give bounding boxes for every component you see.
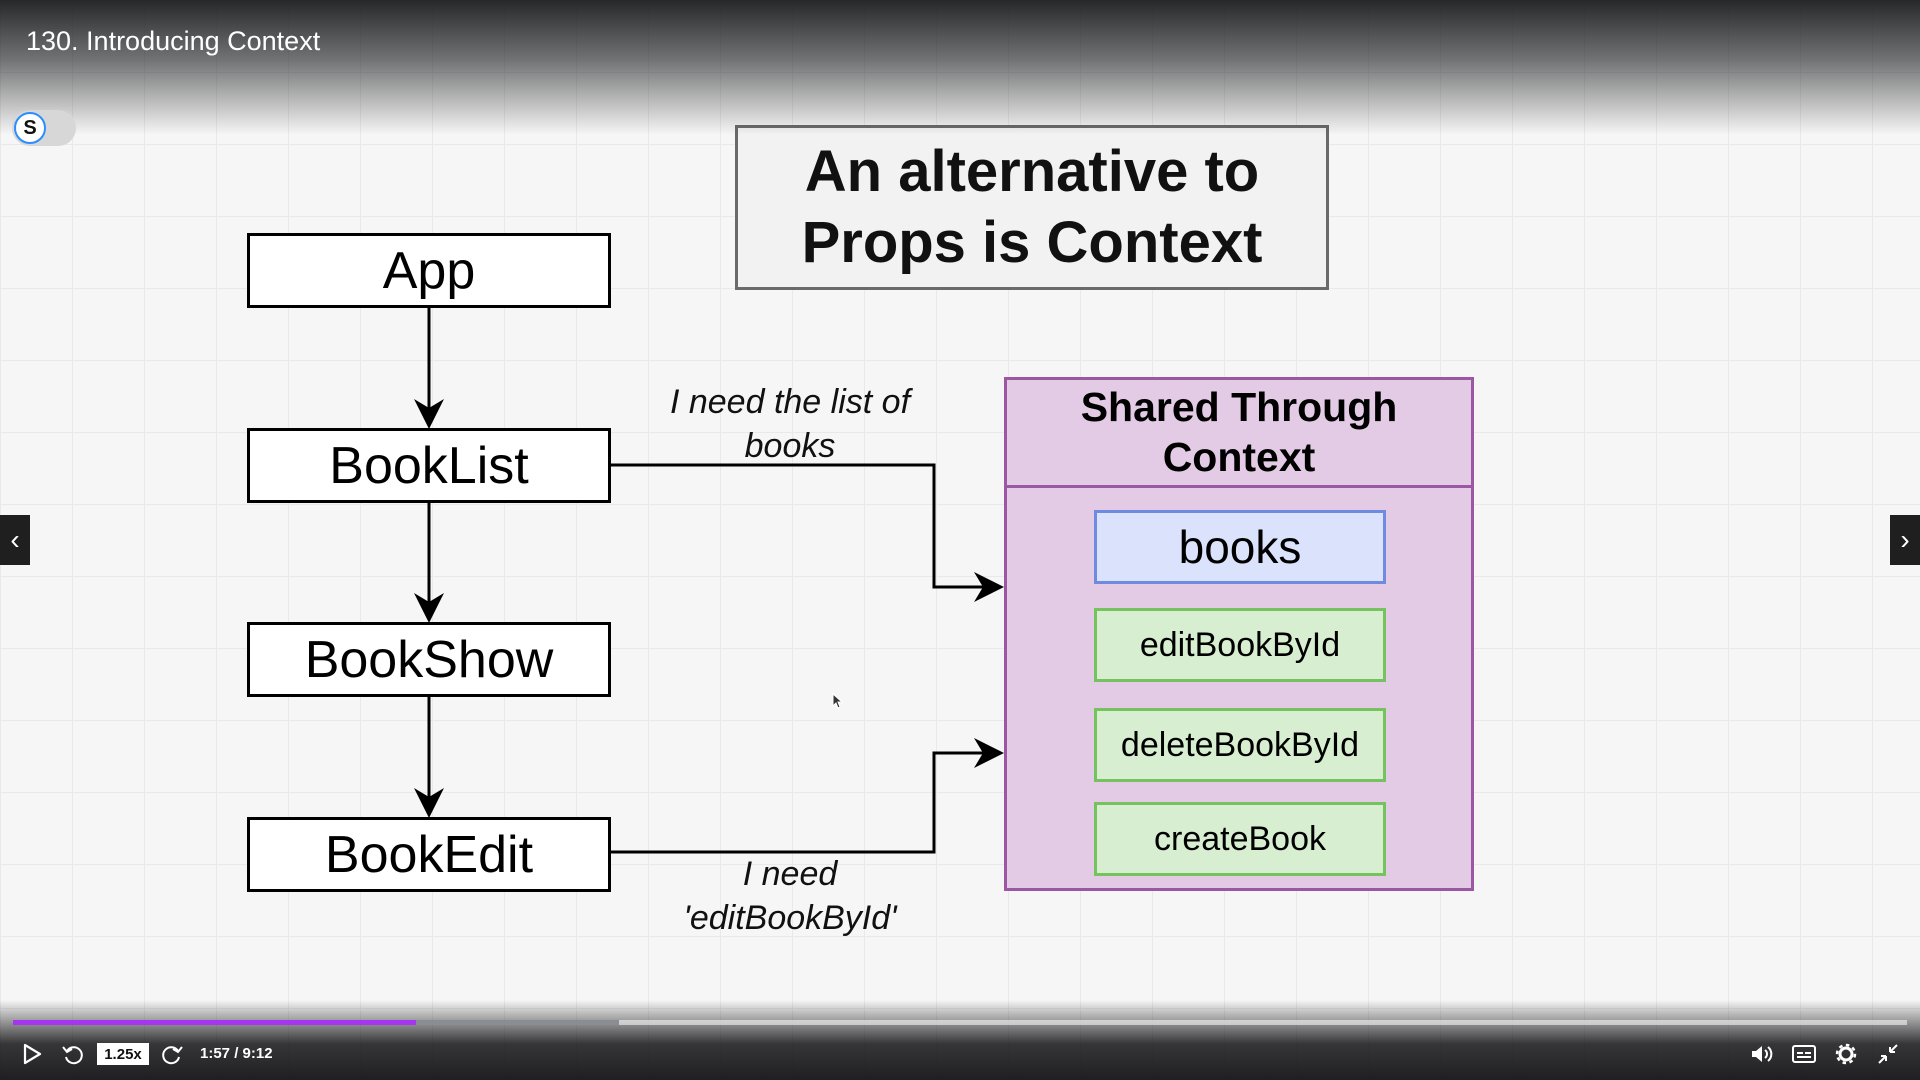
settings-button[interactable]	[1832, 1040, 1860, 1068]
overlay-toggle[interactable]: S	[12, 110, 76, 146]
volume-icon	[1752, 1046, 1773, 1062]
arrow-bookedit-context	[610, 738, 1004, 854]
component-bookedit: BookEdit	[247, 817, 611, 892]
chevron-left-icon: ‹	[10, 524, 20, 555]
settings-icon	[1835, 1043, 1857, 1065]
slide-title-line2: Props is Context	[801, 209, 1263, 275]
context-item-books-label: books	[1178, 521, 1302, 573]
player-top-overlay	[0, 0, 1920, 135]
context-header: Shared Through Context	[1007, 380, 1471, 488]
time-display: 1:57 / 9:12	[200, 1045, 273, 1062]
lecture-title: 130. Introducing Context	[26, 26, 321, 56]
context-item-createbook: createBook	[1094, 802, 1386, 876]
note-bookedit-line2: 'editBookById'	[683, 899, 897, 938]
play-button[interactable]	[18, 1040, 46, 1068]
note-bookedit: I need 'editBookById'	[640, 852, 940, 940]
toggle-knob: S	[14, 112, 46, 144]
context-item-createbook-label: createBook	[1154, 819, 1326, 858]
component-booklist-label: BookList	[329, 436, 529, 495]
rewind-icon	[62, 1046, 83, 1065]
previous-lecture-button[interactable]: ‹	[0, 515, 30, 565]
context-item-editbookbyid: editBookById	[1094, 608, 1386, 682]
context-header-line2: Context	[1162, 433, 1316, 480]
volume-button[interactable]	[1748, 1040, 1776, 1068]
component-booklist: BookList	[247, 428, 611, 503]
context-item-editbookbyid-label: editBookById	[1139, 625, 1341, 664]
chevron-right-icon: ›	[1900, 524, 1910, 555]
slide-title: An alternative to Props is Context	[735, 125, 1329, 290]
component-app: App	[247, 233, 611, 308]
play-icon	[23, 1043, 42, 1065]
note-bookedit-line1: I need	[742, 855, 838, 893]
context-item-deletebookbyid-label: deleteBookById	[1120, 725, 1360, 764]
progress-bar[interactable]	[13, 1020, 1907, 1025]
rewind-button[interactable]	[59, 1040, 87, 1068]
note-booklist-line1: I need the list of	[669, 383, 911, 421]
mouse-cursor-icon	[832, 693, 844, 709]
playback-speed-button[interactable]: 1.25x	[97, 1043, 149, 1065]
context-item-books: books	[1094, 510, 1386, 584]
captions-button[interactable]	[1790, 1040, 1818, 1068]
forward-button[interactable]	[158, 1040, 186, 1068]
exit-fullscreen-button[interactable]	[1874, 1040, 1902, 1068]
context-header-line1: Shared Through	[1080, 384, 1398, 431]
component-bookedit-label: BookEdit	[324, 825, 534, 884]
slide-title-line1: An alternative to	[804, 138, 1260, 204]
progress-played	[13, 1020, 417, 1025]
next-lecture-button[interactable]: ›	[1890, 515, 1920, 565]
context-item-deletebookbyid: deleteBookById	[1094, 708, 1386, 782]
captions-icon	[1792, 1045, 1816, 1063]
note-booklist-line2: books	[744, 427, 836, 466]
arrow-booklist-context	[610, 463, 1004, 602]
component-bookshow-label: BookShow	[304, 630, 554, 689]
forward-icon	[162, 1046, 183, 1065]
component-app-label: App	[382, 241, 476, 300]
note-booklist: I need the list of books	[640, 380, 940, 468]
component-bookshow: BookShow	[247, 622, 611, 697]
player-controls-bar	[0, 1000, 1920, 1080]
exit-fullscreen-icon	[1878, 1044, 1898, 1064]
